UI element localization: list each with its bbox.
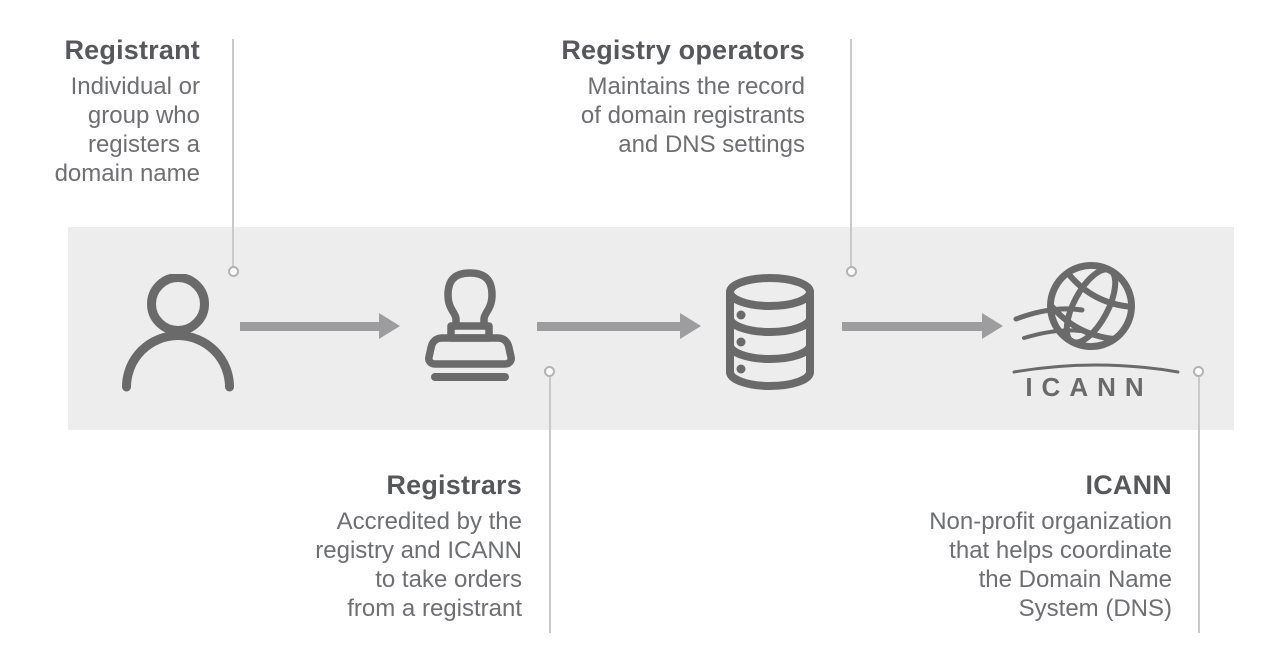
label-block-registrant: Registrant Individual or group who regis… [0, 32, 200, 188]
arrow-right-icon [537, 313, 701, 339]
person-icon [121, 274, 235, 392]
icann-title: ICANN [1085, 470, 1172, 500]
registry-operators-desc-line: of domain registrants [580, 102, 805, 129]
registrant-desc-line: domain name [54, 160, 200, 187]
registry-operators-desc-line: Maintains the record [587, 73, 805, 100]
icann-logo: ICANN [1012, 255, 1180, 403]
icann-desc-line: Non-profit organization [929, 508, 1172, 535]
arrow-right-icon [240, 313, 400, 339]
arrow-right-icon [842, 313, 1003, 339]
registrant-desc-line: Individual or [70, 73, 200, 100]
arrow-shaft [537, 321, 680, 331]
icann-desc-line: the Domain Name [978, 566, 1172, 593]
connector-dot-registry-operators [846, 266, 857, 277]
registrars-desc-line: from a registrant [347, 595, 522, 622]
icann-desc-line: System (DNS) [1018, 595, 1172, 622]
arrow-head [379, 313, 400, 339]
icann-desc-line: that helps coordinate [949, 537, 1172, 564]
connector-dot-icann [1193, 366, 1204, 377]
label-block-registry-operators: Registry operators Maintains the record … [500, 32, 805, 159]
globe-icon [1013, 262, 1135, 350]
connector-dot-registrant [228, 266, 239, 277]
icann-underline-curve [1012, 363, 1180, 374]
arrow-shaft [842, 321, 982, 331]
arrow-head [982, 313, 1003, 339]
icann-logo-text: ICANN [1025, 372, 1152, 402]
registrars-title: Registrars [386, 470, 522, 500]
connector-line-registry-operators [850, 39, 852, 267]
registrars-desc-line: Accredited by the [336, 508, 522, 535]
connector-line-registrars [549, 377, 551, 633]
stamp-icon [424, 268, 516, 383]
connector-line-registrant [232, 39, 234, 267]
label-block-icann: ICANN Non-profit organization that helps… [888, 467, 1172, 623]
registry-operators-title: Registry operators [561, 35, 805, 65]
connector-line-icann [1198, 377, 1200, 633]
arrow-head [680, 313, 701, 339]
label-block-registrars: Registrars Accredited by the registry an… [290, 467, 522, 623]
registrars-desc-line: to take orders [375, 566, 522, 593]
registry-operators-desc-line: and DNS settings [618, 131, 805, 158]
registrant-desc-line: registers a [87, 131, 200, 158]
arrow-shaft [240, 321, 379, 331]
database-icon [721, 273, 819, 391]
connector-dot-registrars [544, 366, 555, 377]
registrars-desc-line: registry and ICANN [315, 537, 522, 564]
registrant-desc-line: group who [87, 102, 200, 129]
registrant-title: Registrant [64, 35, 200, 65]
